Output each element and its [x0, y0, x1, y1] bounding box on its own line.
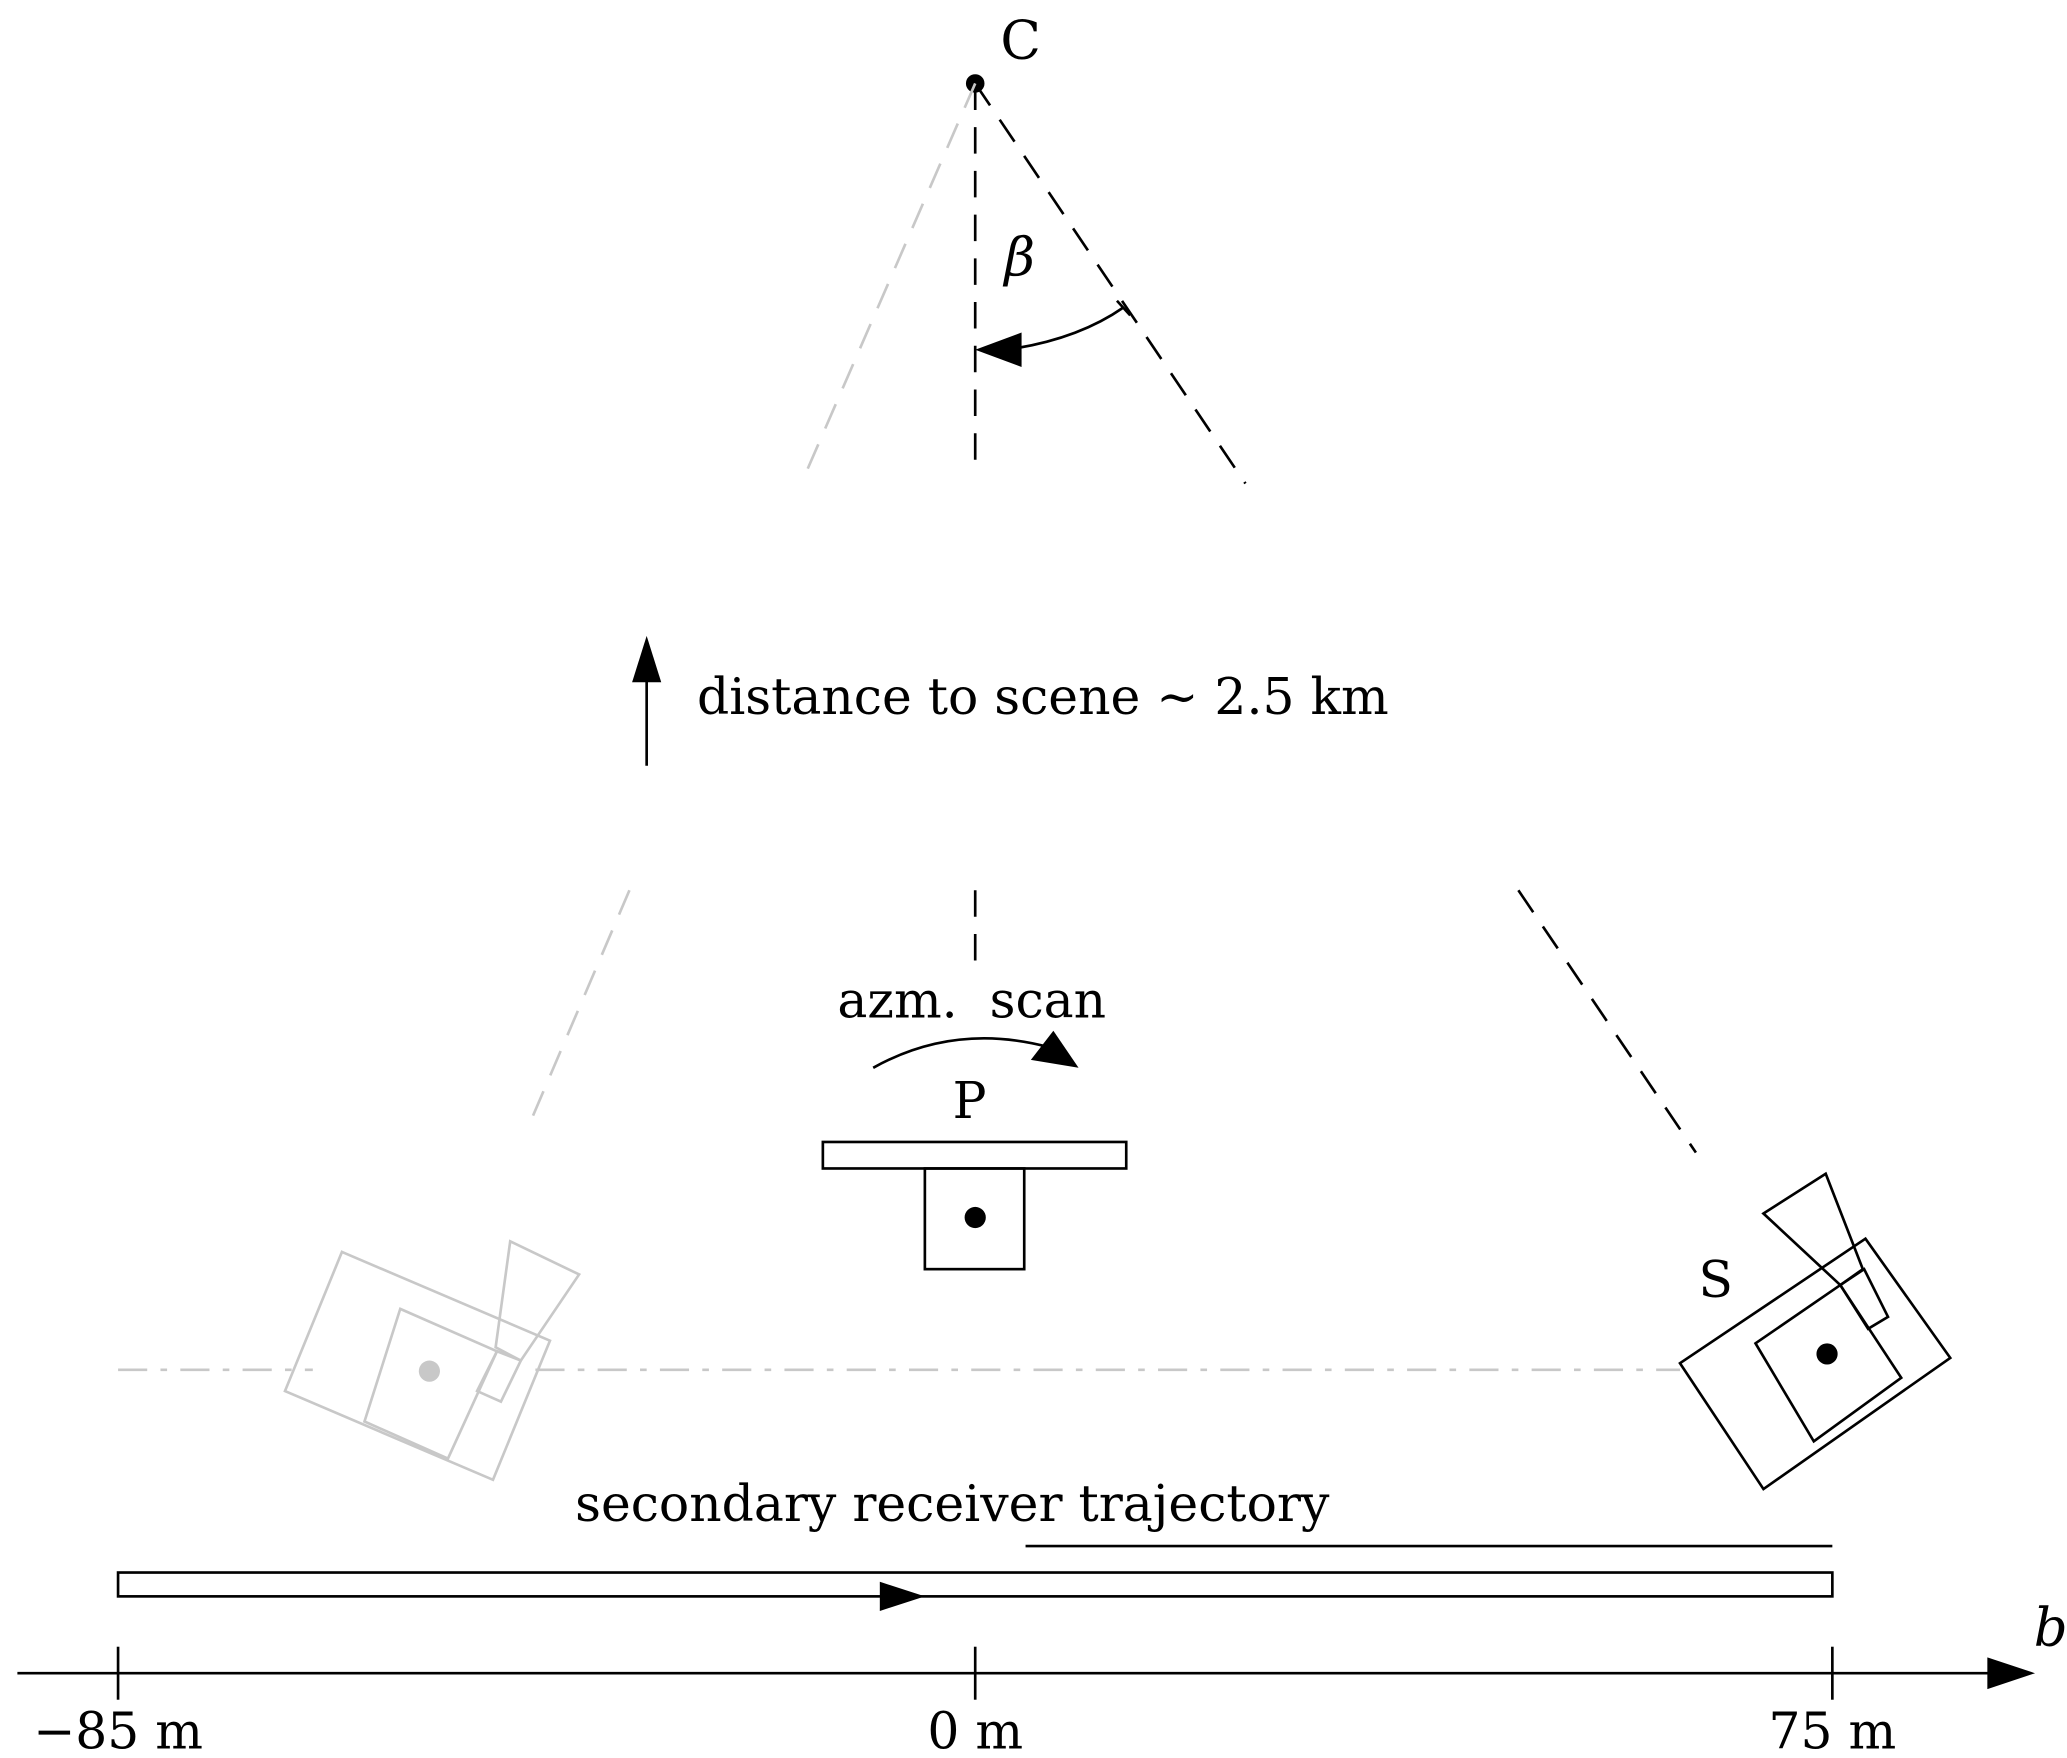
line-c-to-s-upper: [974, 82, 1247, 485]
beta-angle-arc: [1014, 306, 1125, 350]
trajectory-bar: [116, 1571, 1834, 1598]
secondary-inner: [1753, 1283, 1904, 1444]
azimuth-scan-arc: [872, 1037, 1048, 1069]
axis-tick-label: 75 m: [1768, 1702, 1896, 1758]
ghost-line-upper: [801, 82, 977, 481]
label-beta: β: [1002, 228, 1035, 289]
ghost-line-lower: [526, 889, 631, 1130]
axis-tick-label: −85 m: [33, 1702, 203, 1758]
ghost-secondary-horn: [494, 1239, 582, 1363]
primary-body: [923, 1167, 1026, 1271]
beta-arrowhead-icon: [975, 332, 1022, 367]
distance-arrowhead-icon: [632, 635, 662, 683]
beta-arc-tick: [1115, 299, 1132, 317]
label-c: C: [1000, 10, 1041, 71]
primary-antenna-bar: [821, 1140, 1128, 1170]
ghost-secondary-receiver: [283, 1239, 582, 1482]
trajectory-label: secondary receiver trajectory: [575, 1474, 1330, 1533]
secondary-body: [1678, 1236, 1953, 1491]
azimuth-scan-arrowhead-icon: [1030, 1030, 1079, 1068]
primary-phase-center: [964, 1206, 986, 1229]
secondary-horn: [1761, 1171, 1865, 1287]
line-c-to-s-lower: [1517, 889, 1697, 1154]
axis-arrowhead-icon: [1987, 1657, 2036, 1690]
label-p: P: [953, 1071, 987, 1130]
ghost-secondary-inner: [362, 1307, 499, 1461]
axis-label-b: b: [2034, 1597, 2067, 1658]
distance-note: distance to scene ∼ 2.5 km: [697, 667, 1389, 726]
azimuth-scan-label: azm. scan: [837, 970, 1106, 1029]
secondary-receiver: [1678, 1171, 1953, 1491]
label-s: S: [1699, 1250, 1733, 1309]
ghost-secondary-mount: [475, 1349, 523, 1404]
ghost-secondary-phase-center: [418, 1360, 440, 1382]
trajectory-arrowhead-icon: [879, 1581, 925, 1611]
ghost-secondary-body: [283, 1250, 552, 1482]
axis-tick-label: 0 m: [927, 1702, 1023, 1758]
secondary-phase-center: [1816, 1343, 1838, 1365]
